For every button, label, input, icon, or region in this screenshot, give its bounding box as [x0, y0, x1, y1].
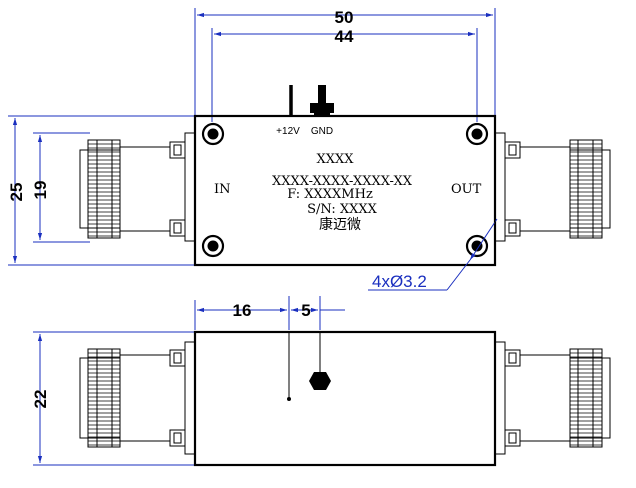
dim-spacing-5-label: 5	[301, 301, 310, 320]
side-output-connector	[494, 341, 611, 455]
brand-label: 康迈微	[319, 216, 361, 233]
side-view: 16 5 22	[31, 296, 611, 467]
mounting-holes	[201, 122, 489, 258]
dim-connector-height-label: 19	[31, 181, 50, 200]
frequency-label: F: XXXXMHz	[287, 187, 373, 202]
thread-icon	[88, 143, 120, 237]
hole-callout-label: 4xØ3.2	[372, 272, 427, 291]
top-view: 50 44 25 19	[7, 8, 611, 291]
thread-icon	[570, 352, 602, 446]
serial-label: S/N: XXXX	[307, 202, 377, 217]
dim-total-width: 50	[194, 8, 496, 115]
output-label: OUT	[451, 182, 482, 197]
dim-offset-16-label: 16	[233, 301, 252, 320]
pin-icon	[287, 397, 291, 401]
input-connector	[79, 132, 196, 242]
nut-icon	[309, 372, 331, 390]
dim-side-height-label: 22	[31, 390, 50, 409]
power-label: +12V	[276, 126, 300, 137]
thread-icon	[570, 143, 602, 237]
dim-total-height: 25	[7, 115, 195, 266]
side-body	[193, 330, 497, 467]
dim-hole-spacing-label: 44	[335, 27, 354, 46]
thread-icon	[88, 352, 120, 446]
dim-side-height: 22	[31, 331, 195, 466]
model-label: XXXX	[316, 152, 354, 167]
part-number-label: XXXX-XXXX-XXXX-XX	[272, 174, 413, 189]
output-connector	[494, 132, 611, 242]
input-label: IN	[214, 182, 231, 197]
dim-hole-spacing: 44	[211, 27, 478, 122]
hole-callout: 4xØ3.2	[368, 218, 498, 291]
ground-label: GND	[311, 126, 333, 137]
ground-post	[310, 85, 334, 116]
dim-offset: 16 5	[194, 296, 345, 330]
dim-total-width-label: 50	[335, 8, 354, 27]
dim-total-height-label: 25	[7, 183, 26, 202]
side-input-connector	[79, 341, 196, 455]
dim-connector-height: 19	[31, 132, 90, 243]
